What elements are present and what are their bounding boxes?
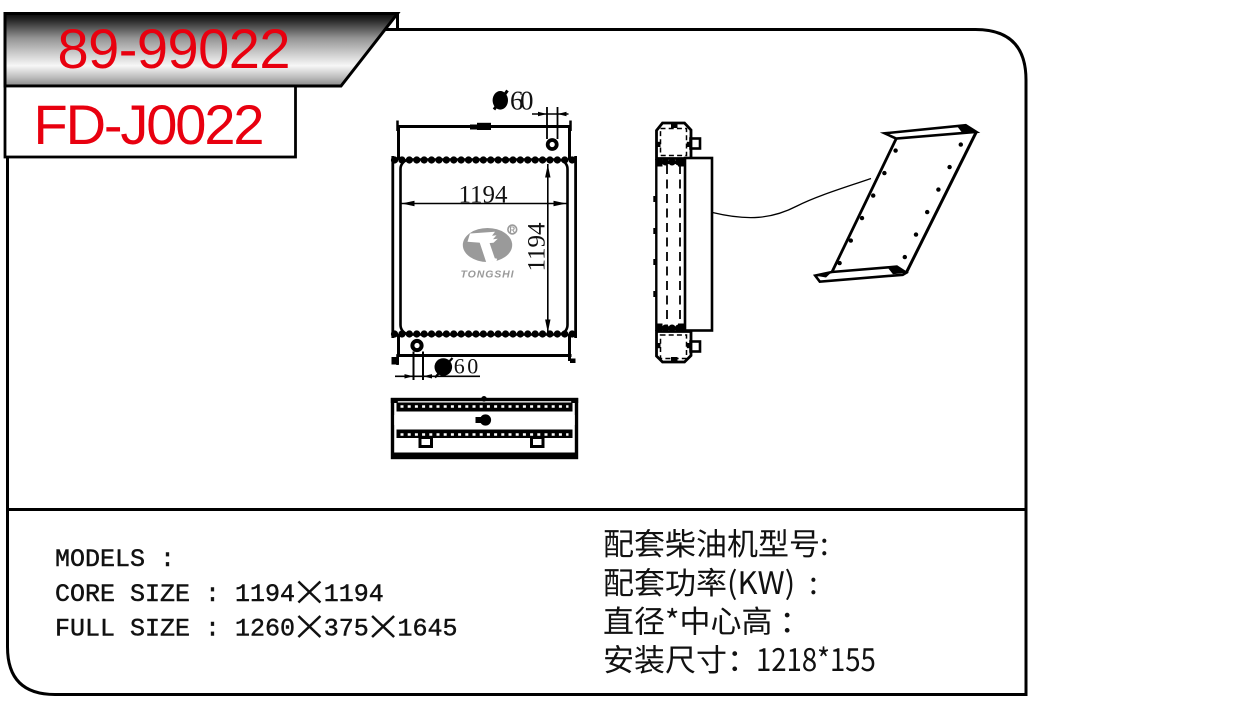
svg-text:375: 375 [324, 615, 369, 644]
svg-text:1194: 1194 [524, 222, 551, 272]
svg-text:89-99022: 89-99022 [58, 17, 291, 80]
svg-text:CORE SIZE : 1194: CORE SIZE : 1194 [55, 580, 295, 609]
svg-text:1194: 1194 [458, 182, 508, 209]
svg-text:60: 60 [510, 86, 534, 116]
svg-text:FULL SIZE : 1260: FULL SIZE : 1260 [55, 615, 295, 644]
svg-text:R: R [509, 225, 515, 234]
svg-text:MODELS :: MODELS : [55, 545, 175, 574]
svg-text:1645: 1645 [398, 615, 458, 644]
svg-text:TONGSHI: TONGSHI [461, 269, 515, 281]
svg-text:60: 60 [454, 353, 479, 378]
svg-text:FD-J0022: FD-J0022 [34, 93, 265, 156]
svg-text:1194: 1194 [324, 580, 384, 609]
